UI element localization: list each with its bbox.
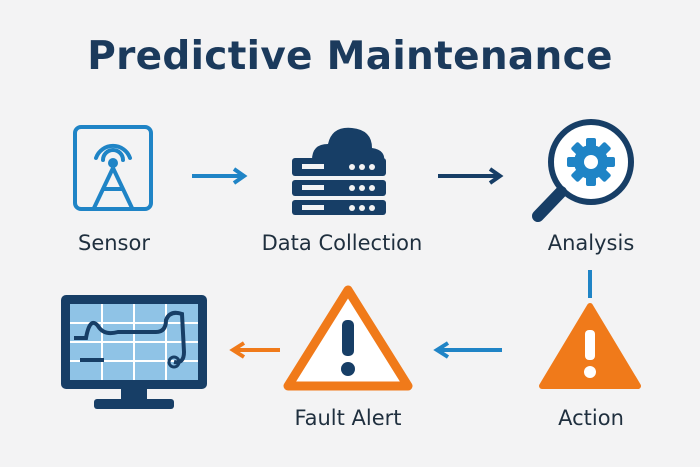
alert-triangle-outline-icon bbox=[282, 282, 414, 396]
arrow-left-icon bbox=[432, 340, 504, 364]
diagram-title: Predictive Maintenance bbox=[87, 34, 613, 79]
sensor-tower-icon bbox=[72, 124, 154, 216]
cloud-server-icon bbox=[290, 120, 388, 220]
arrow-right-icon bbox=[190, 166, 248, 190]
connector-line bbox=[586, 270, 594, 302]
monitor-dashboard-icon bbox=[58, 292, 210, 418]
arrow-left-icon bbox=[228, 340, 282, 364]
data-collection-label: Data Collection bbox=[261, 231, 423, 255]
arrow-right-icon bbox=[436, 166, 504, 190]
analysis-label: Analysis bbox=[547, 231, 635, 255]
magnifier-gear-icon bbox=[528, 112, 640, 232]
warning-triangle-icon bbox=[538, 302, 642, 394]
sensor-label: Sensor bbox=[78, 231, 150, 255]
action-label: Action bbox=[558, 406, 624, 430]
fault-alert-label: Fault Alert bbox=[294, 406, 402, 430]
